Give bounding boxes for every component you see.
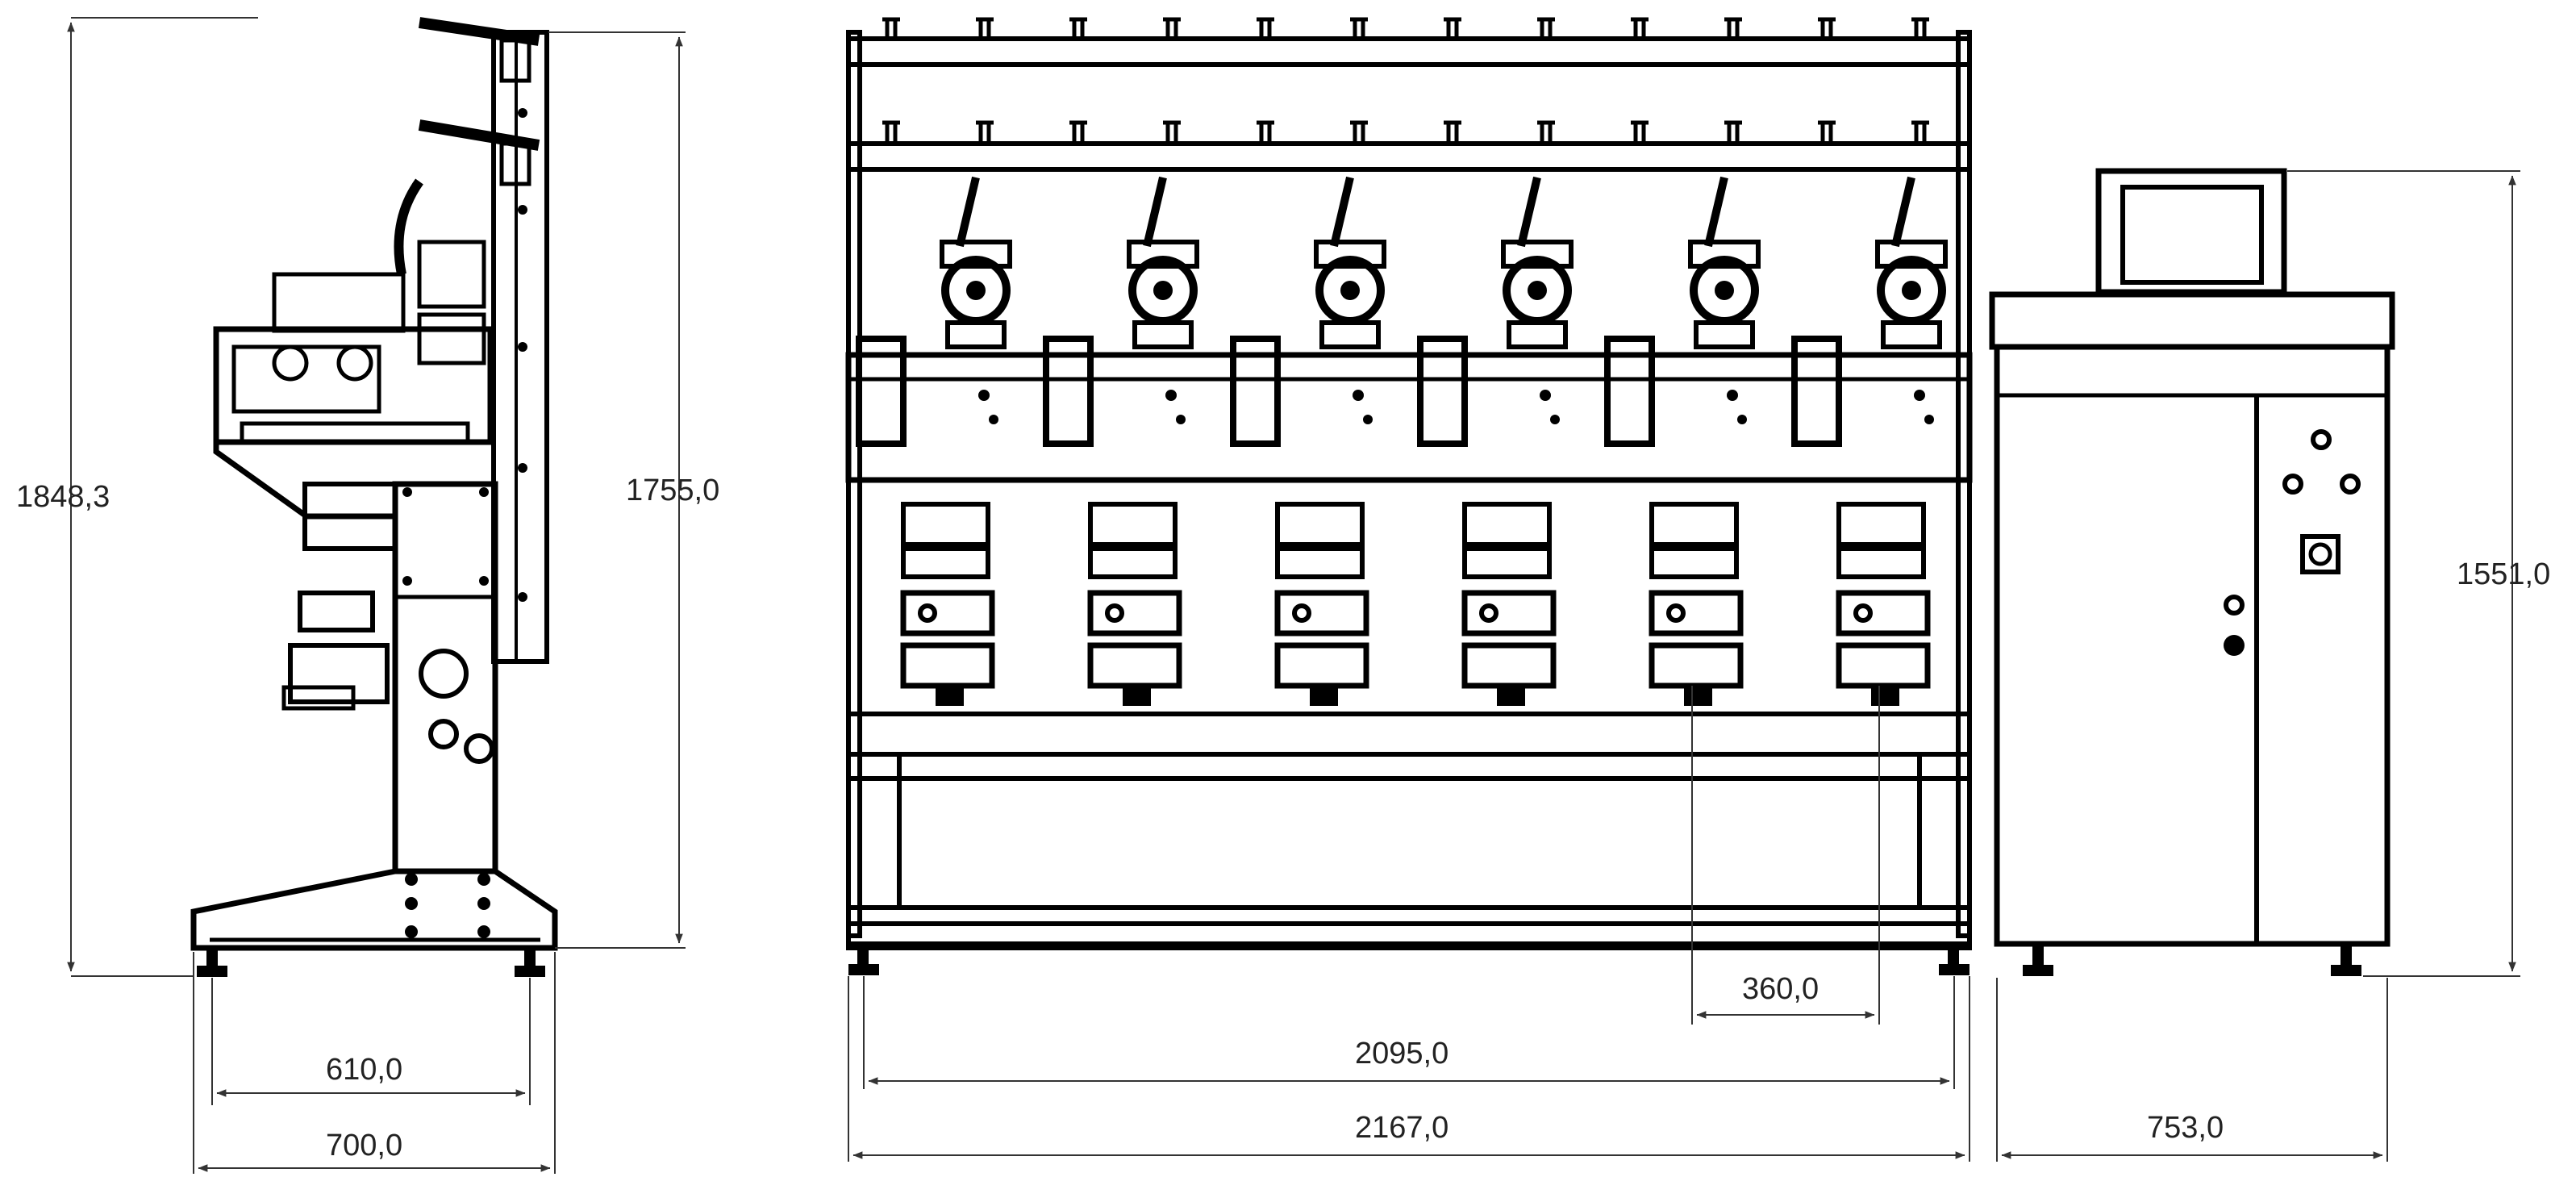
front-view bbox=[845, 17, 1973, 975]
spindle-pitch-label: 360,0 bbox=[1742, 972, 1819, 1006]
spindle-unit bbox=[1043, 176, 1199, 706]
front-view-dimensions: 360,0 2095,0 2167,0 bbox=[848, 686, 1970, 1162]
front-foot-spacing-label: 2095,0 bbox=[1355, 1037, 1448, 1071]
frame-height-label: 1755,0 bbox=[626, 474, 719, 507]
spindle-unit bbox=[856, 176, 1012, 706]
side-view bbox=[190, 17, 558, 977]
spindle-unit bbox=[1604, 176, 1761, 706]
overall-length-label: 2167,0 bbox=[1355, 1111, 1448, 1145]
cabinet-dimensions: 1551,0 753,0 bbox=[1996, 170, 2550, 1162]
creel-hooks-top bbox=[882, 17, 1929, 39]
cabinet-width-label: 753,0 bbox=[2147, 1111, 2224, 1145]
side-view-dimensions: 1848,3 1755,0 610,0 700,0 bbox=[16, 17, 719, 1174]
spindle-unit bbox=[1791, 176, 1948, 706]
spindle-unit bbox=[1417, 176, 1574, 706]
total-height-label: 1848,3 bbox=[16, 480, 110, 514]
side-foot-spacing-label: 610,0 bbox=[326, 1053, 402, 1087]
cabinet-height-label: 1551,0 bbox=[2457, 557, 2550, 591]
creel-hooks-second bbox=[882, 120, 1929, 144]
side-base-width-label: 700,0 bbox=[326, 1129, 402, 1162]
spindle-unit bbox=[1230, 176, 1386, 706]
control-cabinet bbox=[1989, 168, 2395, 976]
